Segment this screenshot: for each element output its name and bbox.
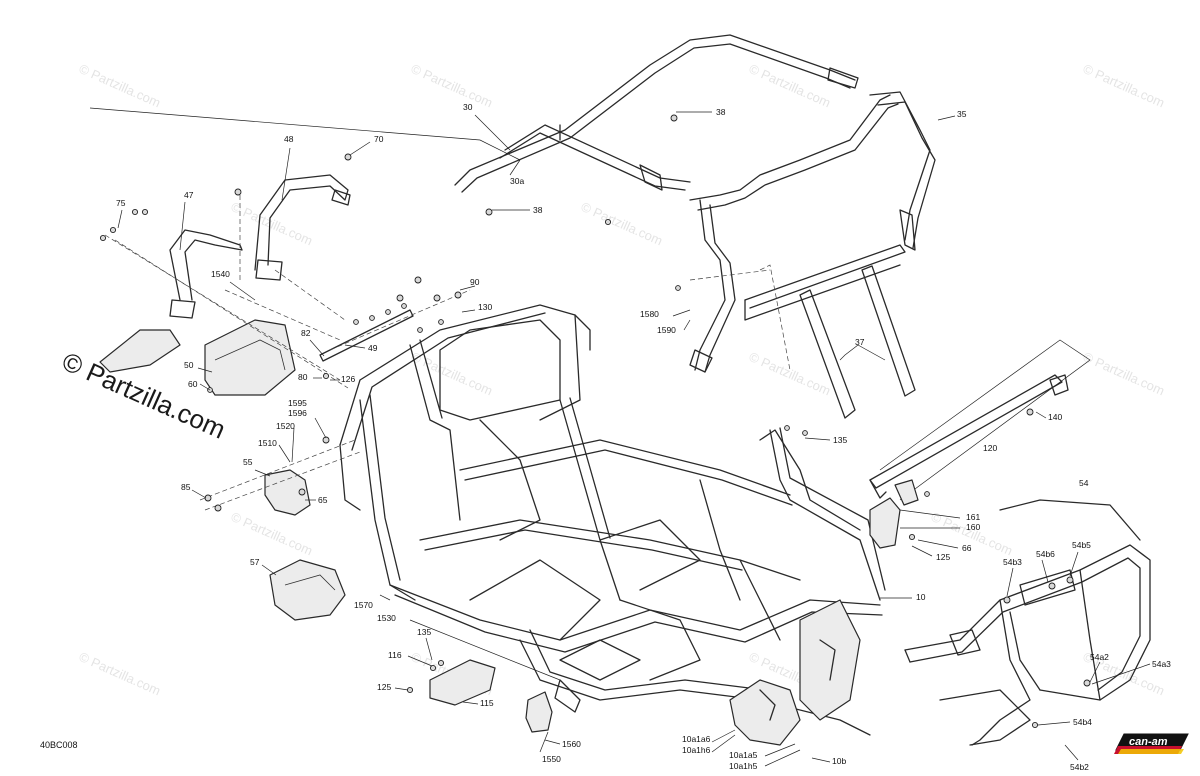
callout: 54b3: [1003, 557, 1022, 567]
callout: 125: [377, 682, 391, 692]
callout: 10a1a6: [682, 734, 711, 744]
callout: 85: [181, 482, 191, 492]
front-bumper: [904, 499, 1151, 746]
wm-text: © Partzilla.com: [77, 649, 163, 698]
wm-text: © Partzilla.com: [747, 61, 833, 110]
callout: 125: [936, 552, 950, 562]
callout: 115: [480, 698, 494, 708]
roll-cage: [454, 34, 936, 419]
callout: 80: [298, 372, 308, 382]
callout: 1550: [542, 754, 561, 764]
callout: 38: [533, 205, 543, 215]
wm-text: © Partzilla.com: [579, 199, 665, 248]
callout: 70: [374, 134, 384, 144]
diagram-code: 40BC008: [40, 740, 78, 750]
callout: 1590: [657, 325, 676, 335]
leader-lines: [89, 107, 1151, 767]
grab-handles: [169, 174, 351, 319]
brackets: [99, 309, 414, 621]
hardware: [99, 114, 1091, 729]
callout: 1595: [288, 398, 307, 408]
callout: 1580: [640, 309, 659, 319]
callout: 54b4: [1073, 717, 1092, 727]
callout: 160: [966, 522, 980, 532]
callout: 10a1h6: [682, 745, 711, 755]
callout: 135: [417, 627, 431, 637]
callout: 10: [916, 592, 926, 602]
callout: 54b5: [1072, 540, 1091, 550]
wm-text: © Partzilla.com: [1081, 61, 1167, 110]
callout: 10b: [832, 756, 846, 766]
callout: 54b2: [1070, 762, 1089, 772]
callout: 1596: [288, 408, 307, 418]
callout: 65: [318, 495, 328, 505]
callout: 10a1h5: [729, 761, 758, 771]
wm-text: © Partzilla.com: [229, 509, 315, 558]
callout: 49: [368, 343, 378, 353]
callout: 48: [284, 134, 294, 144]
callout: 50: [184, 360, 194, 370]
callout: 1570: [354, 600, 373, 610]
callout: 10a1a5: [729, 750, 758, 760]
callout: 47: [184, 190, 194, 200]
callout: 140: [1048, 412, 1062, 422]
callout: 57: [250, 557, 260, 567]
callout: 126: [341, 374, 355, 384]
callout: 38: [716, 107, 726, 117]
callout-labels: 30 30a 38 38 35 48 70 47 75 1540 90 130 …: [116, 102, 1171, 772]
callout: 1540: [211, 269, 230, 279]
callout: 1510: [258, 438, 277, 448]
guide-lines: [104, 195, 471, 511]
callout: 1560: [562, 739, 581, 749]
bracket-160: [869, 479, 919, 549]
callout: 55: [243, 457, 253, 467]
callout: 30: [463, 102, 473, 112]
callout: 120: [983, 443, 997, 453]
callout: 1530: [377, 613, 396, 623]
callout: 37: [855, 337, 865, 347]
callout: 54a2: [1090, 652, 1109, 662]
callout: 130: [478, 302, 492, 312]
rail-120: [869, 339, 1091, 501]
callout: 60: [188, 379, 198, 389]
callout: 54b6: [1036, 549, 1055, 559]
wm-text: © Partzilla.com: [77, 61, 163, 110]
callout: 161: [966, 512, 980, 522]
callout: 116: [388, 650, 402, 660]
svg-text:can-am: can-am: [1129, 736, 1168, 748]
callout: 90: [470, 277, 480, 287]
callout: 1520: [276, 421, 295, 431]
callout: 75: [116, 198, 126, 208]
front-mounts: [429, 659, 553, 733]
callout: 135: [833, 435, 847, 445]
callout: 54: [1079, 478, 1089, 488]
callout: 66: [962, 543, 972, 553]
wm-text: © Partzilla.com: [1081, 349, 1167, 398]
callout: 35: [957, 109, 967, 119]
callout: 54a3: [1152, 659, 1171, 669]
wm-text: © Partzilla.com: [409, 61, 495, 110]
main-frame: [339, 304, 886, 746]
wm-text: © Partzilla.com: [747, 349, 833, 398]
can-am-logo: can-am: [1114, 733, 1189, 754]
callout: 82: [301, 328, 311, 338]
wm-text: © Partzilla.com: [229, 199, 315, 248]
callout: 30a: [510, 176, 524, 186]
